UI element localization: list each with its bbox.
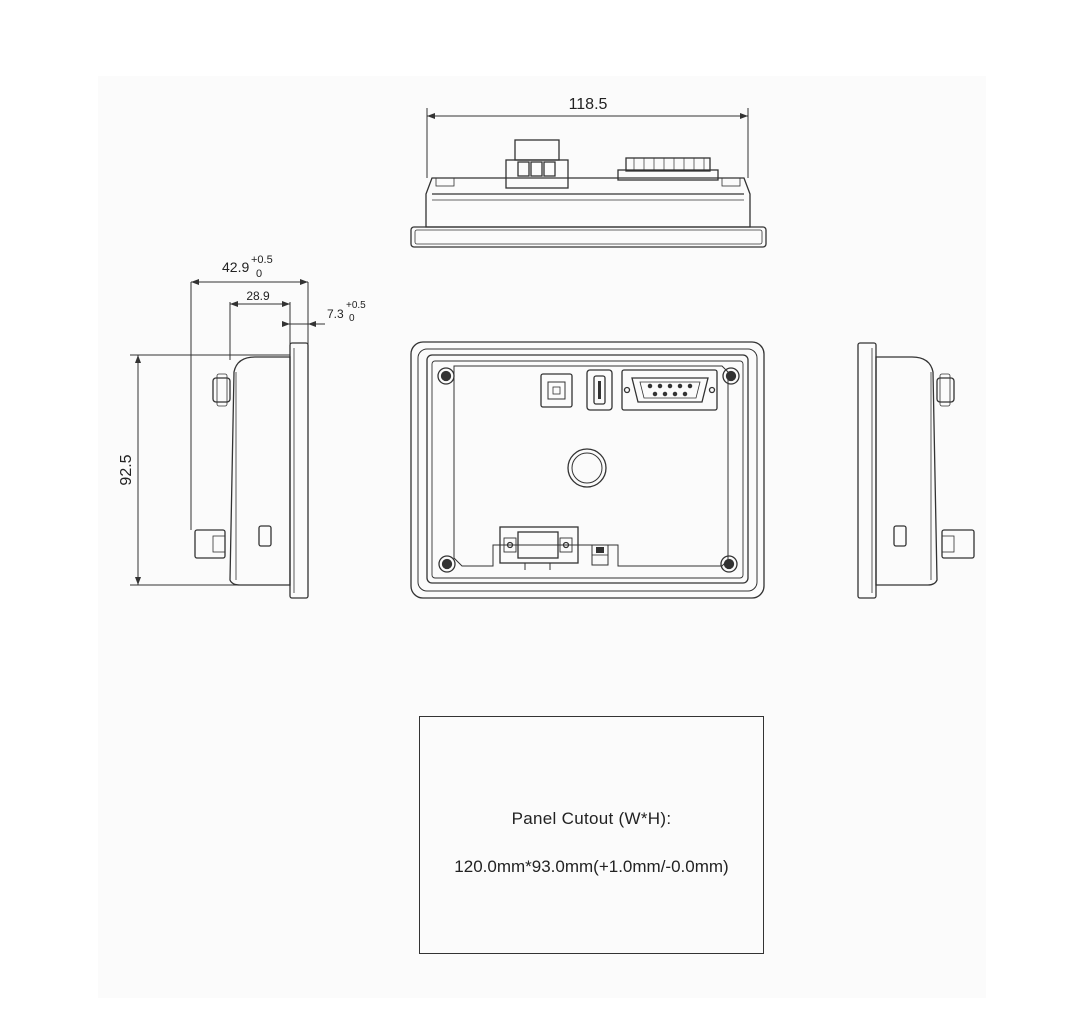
- depth-body-dimension: 28.9: [246, 289, 270, 303]
- rear-view: [410, 341, 765, 599]
- top-view: 118.5: [410, 96, 767, 248]
- top-width-dimension: 118.5: [569, 96, 608, 113]
- right-side-view: [857, 342, 975, 599]
- side-height-dimension: 92.5: [118, 454, 135, 485]
- depth-total-tol-minus: 0: [256, 268, 262, 280]
- panel-cutout-box: Panel Cutout (W*H): 120.0mm*93.0mm(+1.0m…: [419, 716, 764, 954]
- bezel-tol-minus: 0: [349, 313, 355, 324]
- panel-cutout-size: 120.0mm*93.0mm(+1.0mm/-0.0mm): [454, 857, 729, 876]
- left-side-view: 42.9 +0.5 0 28.9 7.3 +0.5 0 92.5: [118, 254, 366, 599]
- bezel-thickness-dimension: 7.3: [327, 307, 344, 321]
- panel-cutout-title: Panel Cutout (W*H):: [511, 809, 672, 828]
- depth-total-dimension: 42.9: [222, 259, 249, 275]
- depth-total-tol-plus: +0.5: [251, 254, 273, 266]
- bezel-tol-plus: +0.5: [346, 300, 366, 311]
